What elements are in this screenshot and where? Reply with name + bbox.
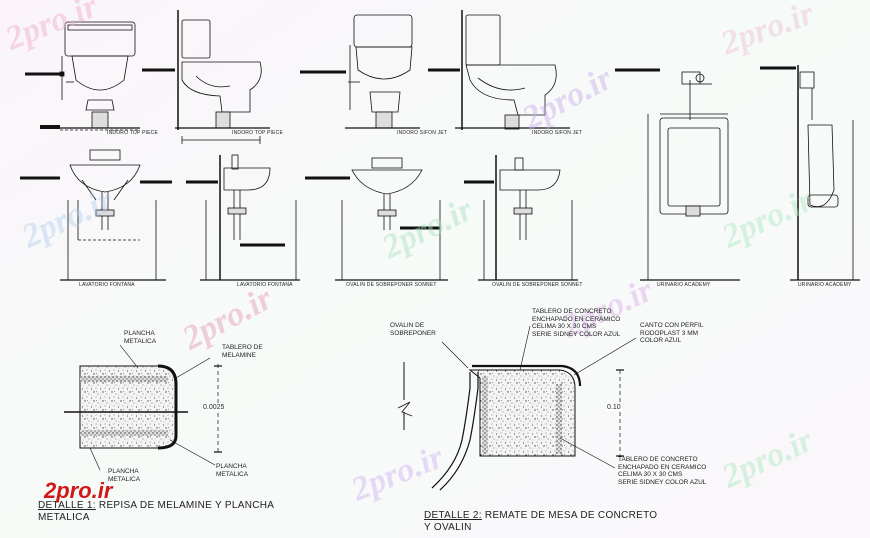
toilet-side-view-1 <box>142 10 270 144</box>
label-lav-side-1: LAVATORIO FONTANA <box>237 282 293 288</box>
note-plancha-metalica-bottom-left: PLANCHA METALICA <box>108 468 141 483</box>
label-lav-front-2: OVALIN DE SOBREPONER SONNET <box>346 282 437 288</box>
label-urinal-side: URINARIO ACADEMY <box>798 282 852 288</box>
dimension-detail-2: 0.10 <box>606 404 622 411</box>
lavatory-side-view-1 <box>186 154 300 281</box>
label-toilet-side-2: INDORO SIFON JET <box>532 130 583 136</box>
detail-2-title-line2: Y OVALIN <box>424 522 472 533</box>
lavatory-side-view-2 <box>464 155 578 281</box>
lavatory-front-view-2 <box>305 157 448 281</box>
label-toilet-side-1: INDORO TOP PIECE <box>232 130 283 136</box>
urinal-front-view <box>615 68 740 281</box>
toilets-row <box>25 10 860 281</box>
lavatories-row <box>20 149 578 281</box>
detail-1-title-rest: REPISA DE MELAMINE Y PLANCHA <box>95 500 275 511</box>
label-lav-front-1: LAVATORIO FONTANA <box>79 282 135 288</box>
detail-2-drawing <box>397 325 637 491</box>
site-logo: 2pro.ir <box>44 478 112 504</box>
detail-2-title-prefix: DETALLE 2: <box>424 510 482 521</box>
toilet-front-view-2 <box>300 14 420 129</box>
label-urinal-front: URINARIO ACADEMY <box>657 282 711 288</box>
detail-2-title-rest: REMATE DE MESA DE CONCRETO <box>481 510 658 521</box>
note-plancha-metalica-top: PLANCHA METALICA <box>124 330 157 345</box>
toilet-side-view-2 <box>428 10 570 130</box>
logo-text: 2pro.ir <box>44 478 113 503</box>
dimension-detail-1: 0.0025 <box>202 404 226 411</box>
detail-1-title: DETALLE 1: REPISA DE MELAMINE Y PLANCHA … <box>38 500 274 524</box>
note-tablero-concreto-top: TABLERO DE CONCRETO ENCHAPADO EN CERAMIC… <box>532 308 621 338</box>
urinal-side-view <box>760 65 860 281</box>
note-plancha-metalica-bottom-right: PLANCHA METALICA <box>216 463 249 478</box>
note-tablero-melamine: TABLERO DE MELAMINE <box>222 344 263 359</box>
detail-1-title-prefix: DETALLE 1: <box>38 500 96 511</box>
label-lav-side-2: OVALIN DE SOBREPONER SONNET <box>492 282 583 288</box>
note-ovalin-sobreponer: OVALIN DE SOBREPONER <box>390 322 436 337</box>
label-toilet-front-2: INDORO SIFON JET <box>397 130 448 136</box>
lavatory-front-view-1 <box>20 149 172 281</box>
note-tablero-concreto-bottom: TABLERO DE CONCRETO ENCHAPADO EN CERAMIC… <box>618 456 707 486</box>
toilet-front-view-1 <box>25 21 140 131</box>
detail-1-drawing <box>64 344 222 471</box>
note-canto-perfil: CANTO CON PERFIL RODOPLAST 3 MM COLOR AZ… <box>640 322 704 344</box>
detail-2-title: DETALLE 2: REMATE DE MESA DE CONCRETO Y … <box>424 510 657 534</box>
label-toilet-front-1: INDORO TOP PIECE <box>107 130 158 136</box>
detail-1-title-line2: METALICA <box>38 512 90 523</box>
